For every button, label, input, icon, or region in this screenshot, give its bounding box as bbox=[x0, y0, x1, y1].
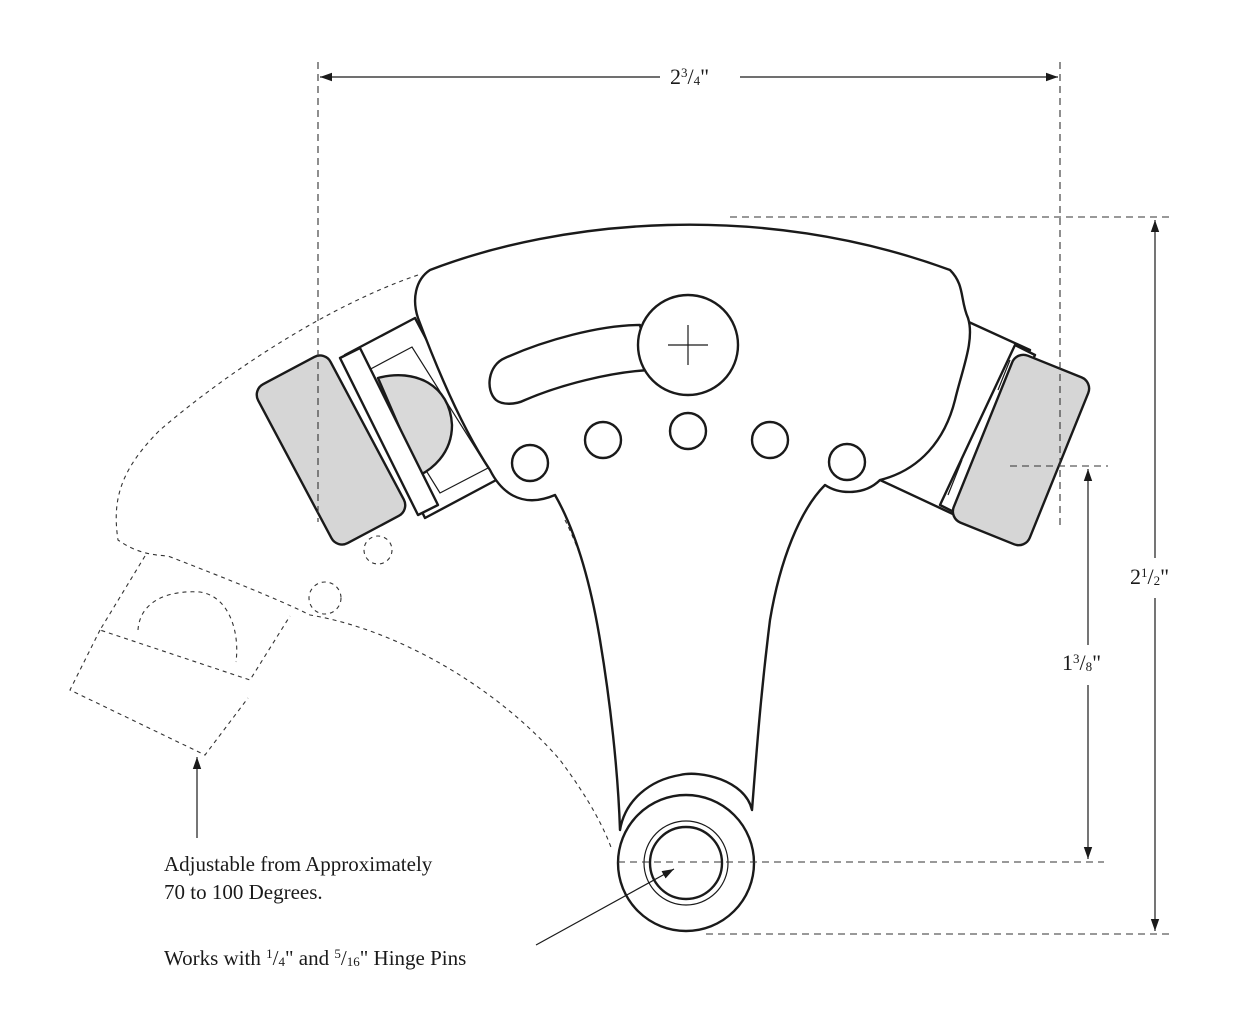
pin1-denominator: 4 bbox=[278, 954, 285, 969]
adjustment-note-line2: 70 to 100 Degrees. bbox=[164, 880, 323, 904]
width-unit: " bbox=[700, 64, 710, 89]
hinge-pin-note: Works with 1/4" and 5/16" Hinge Pins bbox=[164, 946, 467, 970]
center-denominator: 8 bbox=[1085, 659, 1093, 674]
left-jaw-assembly bbox=[255, 316, 502, 546]
pin-note-middle: " and bbox=[284, 946, 335, 970]
height-dimension-label: 21/2" bbox=[1126, 564, 1174, 589]
center-whole: 1 bbox=[1062, 650, 1073, 675]
adjustment-note: Adjustable from Approximately 70 to 100 … bbox=[164, 850, 432, 906]
center-dimension-label: 13/8" bbox=[1058, 650, 1106, 675]
height-denominator: 2 bbox=[1153, 573, 1161, 588]
width-whole: 2 bbox=[670, 64, 681, 89]
height-whole: 2 bbox=[1130, 564, 1141, 589]
pin2-denominator: 16 bbox=[346, 954, 360, 969]
width-denominator: 4 bbox=[693, 73, 701, 88]
height-unit: " bbox=[1160, 564, 1170, 589]
right-jaw-assembly bbox=[878, 316, 1091, 547]
pin2-numerator: 5 bbox=[334, 946, 341, 961]
center-unit: " bbox=[1092, 650, 1102, 675]
detent-holes bbox=[510, 411, 867, 483]
pin-note-prefix: Works with bbox=[164, 946, 267, 970]
width-dimension-label: 23/4" bbox=[666, 64, 714, 89]
pin1-numerator: 1 bbox=[266, 946, 273, 961]
center-numerator: 3 bbox=[1073, 651, 1080, 666]
pin-note-suffix: " Hinge Pins bbox=[359, 946, 467, 970]
height-numerator: 1 bbox=[1141, 565, 1148, 580]
width-numerator: 3 bbox=[681, 65, 688, 80]
hinge-pin-hub bbox=[616, 793, 756, 933]
dimension-lines bbox=[317, 62, 1172, 935]
adjustment-note-line1: Adjustable from Approximately bbox=[164, 852, 433, 876]
adjustment-slot bbox=[488, 293, 740, 405]
note-leaders bbox=[192, 757, 675, 946]
